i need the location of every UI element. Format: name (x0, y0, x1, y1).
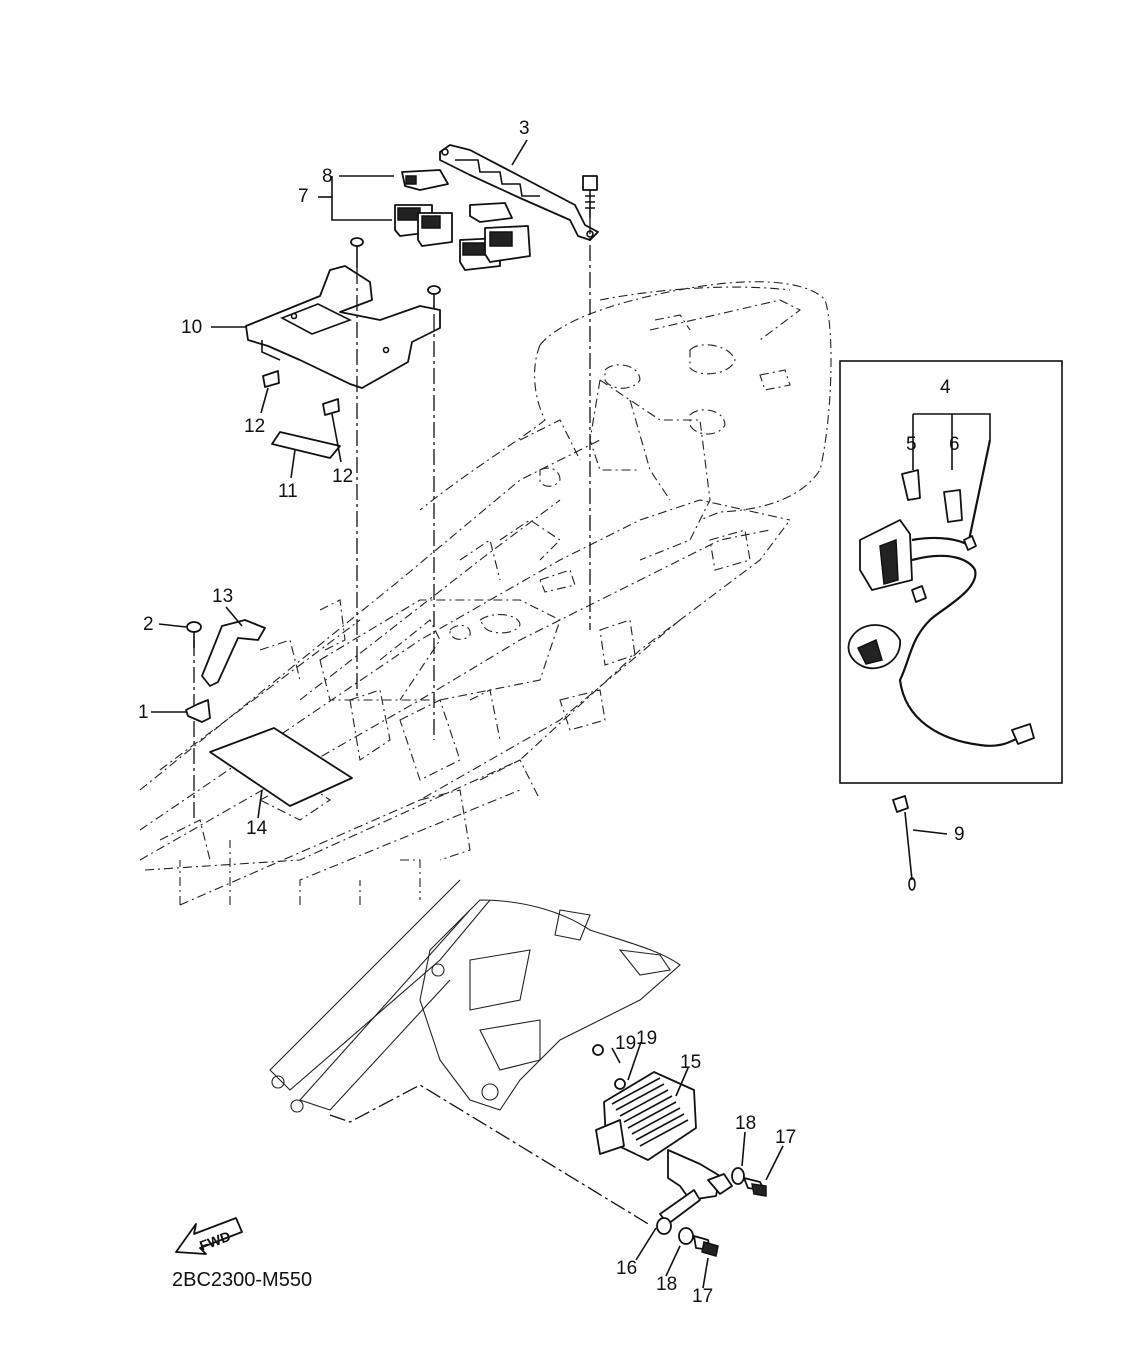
pad-11 (271, 431, 341, 459)
lower-frame (269, 879, 681, 1226)
callout-4: 4 (940, 377, 951, 398)
callout-11: 11 (278, 481, 298, 502)
callout-9: 9 (954, 824, 965, 845)
washer-18a (731, 1167, 745, 1185)
callout-14: 14 (246, 818, 268, 839)
callout-5: 5 (906, 434, 917, 455)
cable-tie-9 (892, 795, 916, 891)
callout-1: 1 (138, 702, 149, 723)
battery-sheet-14 (209, 727, 353, 807)
leader-lines (151, 139, 948, 1289)
callout-17-bottom: 17 (692, 1286, 713, 1307)
pad-12a (262, 370, 280, 388)
pad-12b (322, 398, 340, 416)
screw-bracket-left (350, 237, 364, 268)
bolt-17a (743, 1177, 767, 1197)
bolt-17b (693, 1235, 719, 1257)
relay-set (394, 169, 531, 271)
callout-12-left: 12 (244, 416, 265, 437)
callout-16: 16 (616, 1258, 637, 1279)
forward-arrow-icon: FWD (175, 1217, 243, 1255)
callout-19-top: 19 (615, 1033, 636, 1054)
callout-19-lower: 19 (636, 1028, 657, 1049)
washer-18b (678, 1227, 694, 1245)
diagram-code: 2BC2300-M550 (172, 1269, 312, 1291)
callout-labels: 3 8 7 10 12 12 11 13 2 1 14 4 5 6 9 19 1… (138, 118, 965, 1307)
rear-frame (139, 281, 832, 906)
callout-10: 10 (181, 317, 202, 338)
battery-band (201, 619, 266, 687)
mounting-bracket (245, 265, 441, 389)
callout-18-right: 18 (735, 1113, 756, 1134)
bolt-top-right (582, 175, 598, 218)
callout-2: 2 (143, 614, 154, 635)
callout-7: 7 (298, 186, 309, 207)
callout-17-right: 17 (775, 1127, 796, 1148)
callout-6: 6 (949, 434, 960, 455)
callout-18-bottom: 18 (656, 1274, 677, 1295)
callout-15: 15 (680, 1052, 701, 1073)
screw-2 (186, 621, 202, 648)
callout-8: 8 (322, 166, 333, 187)
bracket-1 (185, 699, 211, 723)
fuse-holder-box (839, 360, 1063, 784)
rectifier-regulator-15 (592, 1044, 733, 1225)
callout-12-right: 12 (332, 466, 353, 487)
callout-13: 13 (212, 586, 233, 607)
callout-3: 3 (519, 118, 530, 139)
washer-16 (656, 1217, 672, 1235)
